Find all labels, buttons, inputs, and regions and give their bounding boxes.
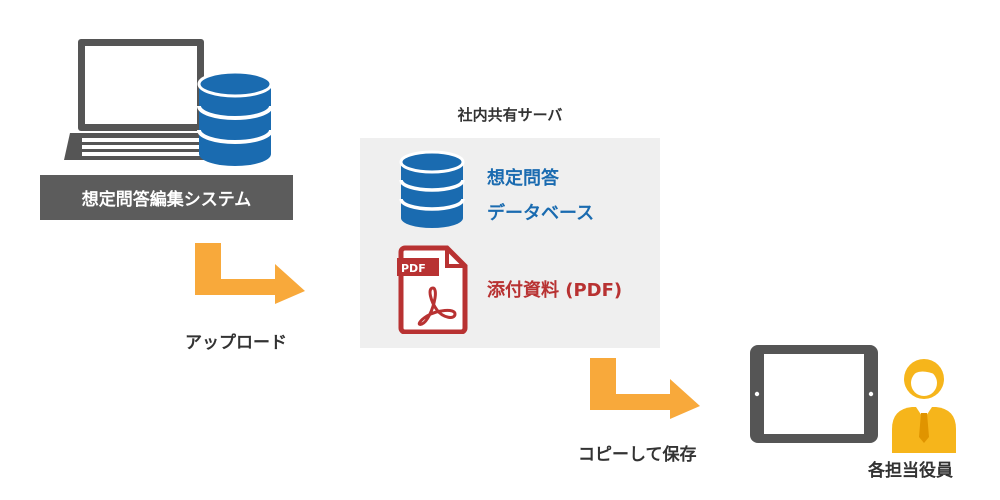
tablet-icon [750, 345, 878, 443]
person-icon [892, 359, 956, 453]
pdf-badge: PDF [401, 262, 426, 275]
db-label-line2: データベース [487, 203, 595, 224]
upload-caption: アップロード [185, 333, 287, 353]
pdf-label: 添付資料 (PDF) [487, 280, 623, 301]
laptop-icon [64, 39, 218, 160]
db-label-line1: 想定問答 [487, 168, 559, 189]
database-icon [399, 150, 465, 228]
arrow-upload-icon [195, 243, 305, 304]
database-icon [197, 70, 273, 166]
arrow-copy-icon [590, 358, 700, 419]
system-label: 想定問答編集システム [40, 175, 293, 220]
server-title: 社内共有サーバ [457, 106, 563, 124]
pdf-file-icon [397, 245, 468, 334]
officer-label: 各担当役員 [868, 461, 953, 481]
copy-save-caption: コピーして保存 [578, 445, 697, 465]
